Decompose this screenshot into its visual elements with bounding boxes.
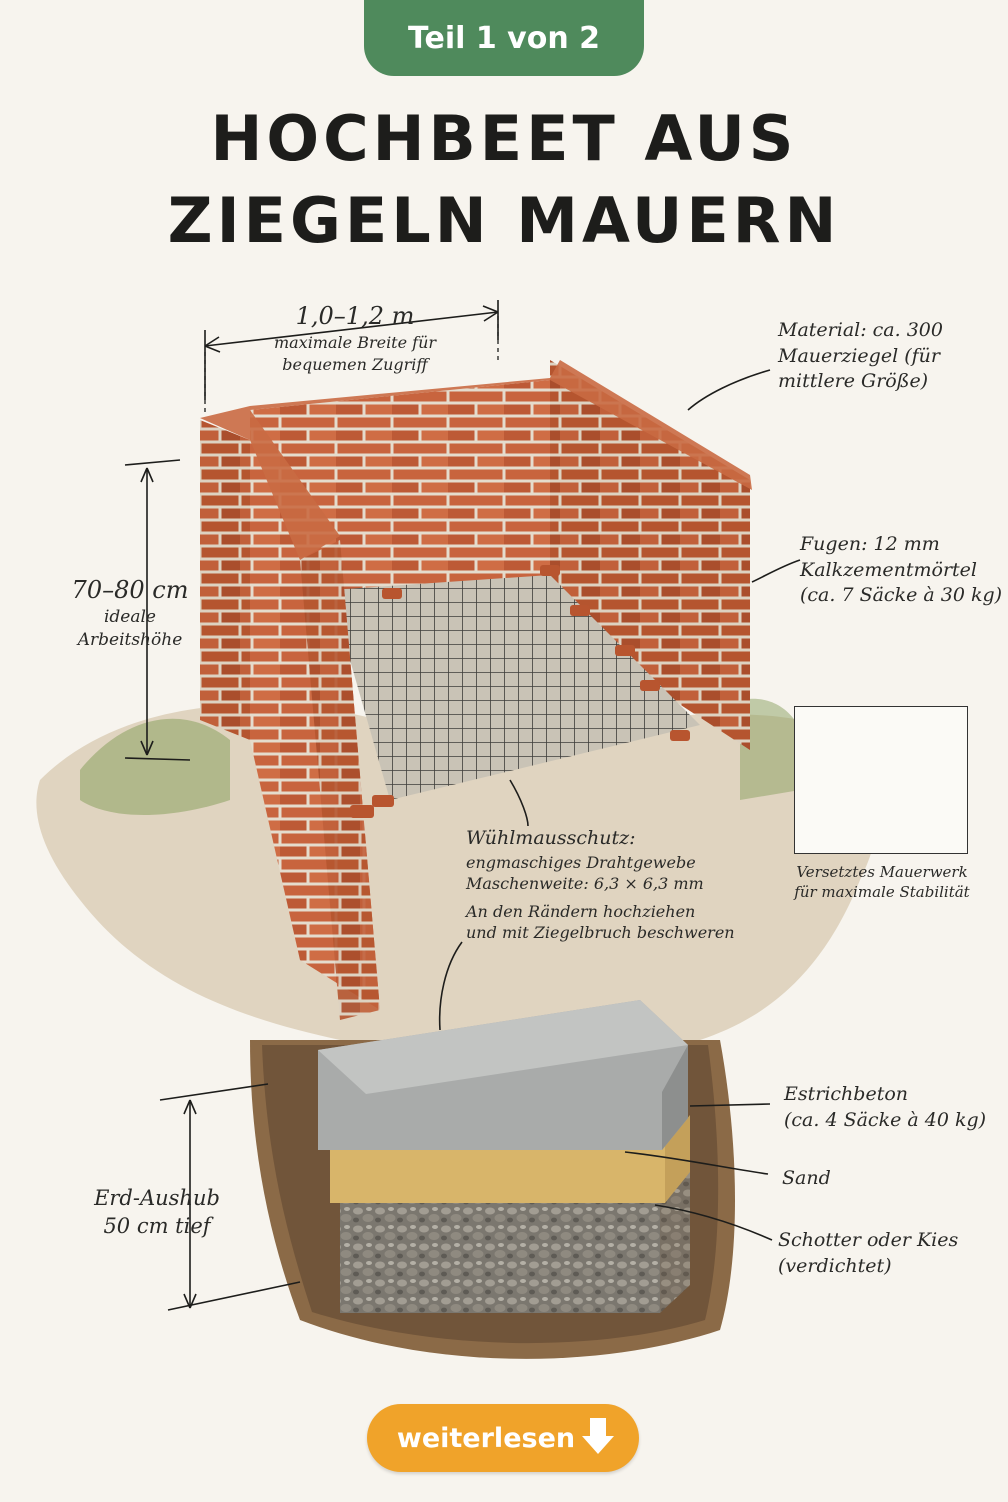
height-annotation: 70–80 cm ideale Arbeitshöhe — [60, 574, 200, 652]
concrete-line-2: (ca. 4 Säcke à 40 kg) — [784, 1108, 987, 1131]
joints-line-3: (ca. 7 Säcke à 30 kg) — [800, 584, 1003, 607]
vole-protection-annotation: Wühlmausschutz: engmaschiges Drahtgewebe… — [466, 826, 756, 944]
gravel-line-2: (verdichtet) — [778, 1254, 892, 1277]
concrete-line-1: Estrichbeton — [784, 1083, 909, 1105]
masonry-caption-2: für maximale Stabilität — [794, 883, 970, 902]
material-leader — [687, 369, 771, 411]
excavation-line-2: 50 cm tief — [103, 1214, 211, 1239]
grass-left — [80, 718, 230, 815]
concrete-leader — [689, 1103, 771, 1107]
vole-line-3: Maschenweite: 6,3 × 6,3 mm — [466, 874, 704, 894]
concrete-annotation: Estrichbeton (ca. 4 Säcke à 40 kg) — [784, 1082, 999, 1133]
width-caption-1: maximale Breite für — [273, 333, 437, 353]
gravel-leader — [654, 1204, 773, 1241]
masonry-inset — [794, 706, 968, 854]
vole-line-5: und mit Ziegelbruch beschweren — [466, 923, 735, 943]
ground — [36, 704, 878, 1040]
joints-line-1: Fugen: 12 mm — [800, 533, 940, 555]
sand-label: Sand — [782, 1167, 831, 1189]
gravel-line-1: Schotter oder Kies — [778, 1229, 959, 1251]
part-badge: Teil 1 von 2 — [364, 0, 644, 76]
material-annotation: Material: ca. 300 Mauerziegel (für mittl… — [778, 318, 998, 395]
title-line-2: ZIEGELN MAUERN — [167, 184, 841, 257]
page-title: HOCHBEET AUS ZIEGELN MAUERN — [0, 98, 1008, 262]
width-caption-2: bequemen Zugriff — [282, 354, 428, 374]
left-wall-outer — [200, 420, 250, 740]
width-annotation: 1,0–1,2 m maximale Breite für bequemen Z… — [260, 300, 450, 376]
grass-right — [740, 698, 807, 800]
material-line-3: mittlere Größe) — [778, 370, 929, 393]
mesh-floor — [330, 575, 700, 800]
sand-annotation: Sand — [782, 1166, 902, 1192]
read-more-button[interactable]: weiterlesen — [367, 1404, 639, 1472]
sand-leader — [624, 1151, 769, 1175]
vole-line-4: An den Rändern hochziehen — [466, 901, 696, 921]
vole-line-1: Wühlmausschutz: — [466, 827, 636, 849]
vole-line-2: engmaschiges Drahtgewebe — [466, 852, 696, 872]
joints-annotation: Fugen: 12 mm Kalkzementmörtel (ca. 7 Säc… — [800, 532, 1005, 609]
gravel-annotation: Schotter oder Kies (verdichtet) — [778, 1228, 998, 1279]
height-value: 70–80 cm — [71, 576, 189, 604]
vole-leader — [438, 941, 463, 1031]
masonry-caption-1: Versetztes Mauerwerk — [796, 863, 968, 881]
height-caption-1: ideale — [103, 607, 156, 628]
excavation-annotation: Erd-Aushub 50 cm tief — [82, 1184, 232, 1241]
masonry-caption: Versetztes Mauerwerk für maximale Stabil… — [786, 862, 978, 903]
material-line-2: Mauerziegel (für — [778, 344, 940, 367]
part-badge-label: Teil 1 von 2 — [408, 20, 600, 56]
material-line-1: Material: ca. 300 — [778, 319, 943, 341]
joints-line-2: Kalkzementmörtel — [800, 558, 977, 581]
title-line-1: HOCHBEET AUS — [210, 102, 798, 175]
width-dimension-line — [204, 311, 499, 347]
width-value: 1,0–1,2 m — [295, 302, 415, 330]
sand-layer — [330, 1145, 665, 1203]
mesh-leader — [509, 779, 529, 827]
read-more-label: weiterlesen — [396, 1422, 576, 1454]
height-caption-2: Arbeitshöhe — [77, 630, 183, 651]
joints-leader — [751, 559, 801, 583]
excavation-line-1: Erd-Aushub — [94, 1186, 220, 1210]
